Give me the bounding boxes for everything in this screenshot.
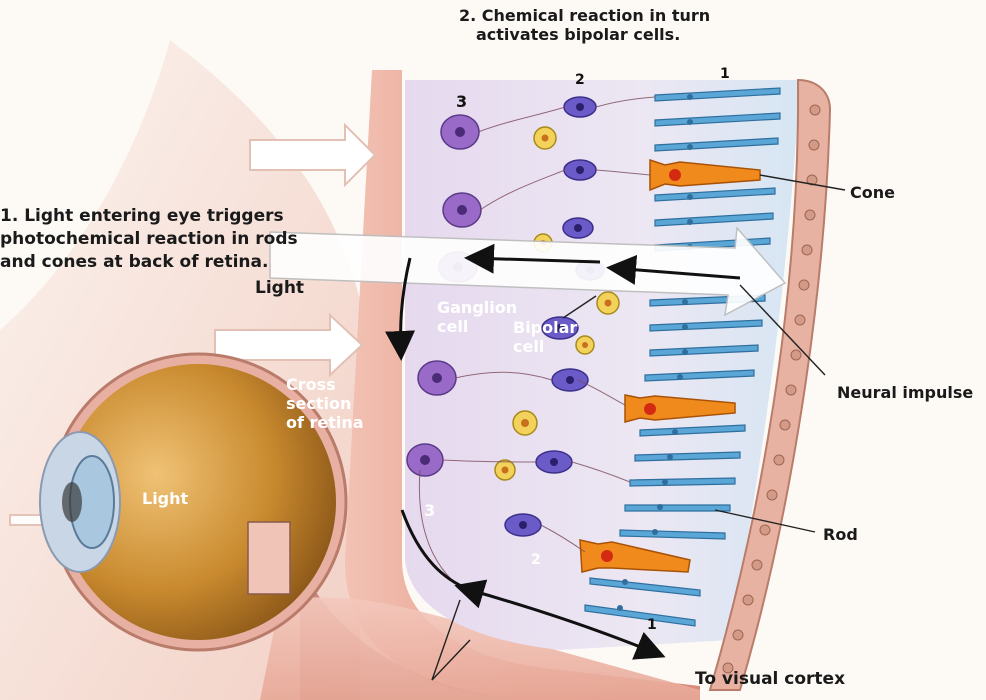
bipolar-line2: cell xyxy=(513,337,577,356)
step1-line1: 1. Light entering eye triggers xyxy=(0,205,298,228)
rod-label: Rod xyxy=(823,525,858,544)
cross-line3: of retina xyxy=(286,413,364,432)
layer-number-bottom-3: 3 xyxy=(424,501,435,520)
retina-section-marker xyxy=(248,522,290,594)
visual-cortex-label: To visual cortex xyxy=(695,670,845,689)
step2-line2: activates bipolar cells. xyxy=(459,25,710,44)
layer-number-top-1: 1 xyxy=(720,66,730,82)
bipolar-line1: Bipolar xyxy=(513,318,577,337)
neural-impulse-label: Neural impulse xyxy=(837,383,973,402)
cross-section-label: Cross section of retina xyxy=(286,375,364,432)
ganglion-line2: cell xyxy=(437,317,517,336)
ganglion-cell-label: Ganglion cell xyxy=(437,298,517,336)
step1-line2: photochemical reaction in rods xyxy=(0,228,298,251)
ganglion-line1: Ganglion xyxy=(437,298,517,317)
step2-line1: 2. Chemical reaction in turn xyxy=(459,6,710,25)
layer-number-bottom-2: 2 xyxy=(531,552,541,568)
step2-caption: 2. Chemical reaction in turn activates b… xyxy=(459,6,710,44)
layer-number-top-3: 3 xyxy=(456,92,467,111)
layer-number-top-2: 2 xyxy=(575,72,585,88)
cross-line1: Cross xyxy=(286,375,364,394)
cross-line2: section xyxy=(286,394,364,413)
step1-line3: and cones at back of retina. xyxy=(0,251,298,274)
light-label-eye: Light xyxy=(142,489,188,508)
light-label-top: Light xyxy=(255,279,304,298)
step1-caption: 1. Light entering eye triggers photochem… xyxy=(0,205,298,274)
bipolar-cell-label: Bipolar cell xyxy=(513,318,577,356)
layer-number-bottom-1: 1 xyxy=(647,617,657,633)
cone-label: Cone xyxy=(850,183,895,202)
